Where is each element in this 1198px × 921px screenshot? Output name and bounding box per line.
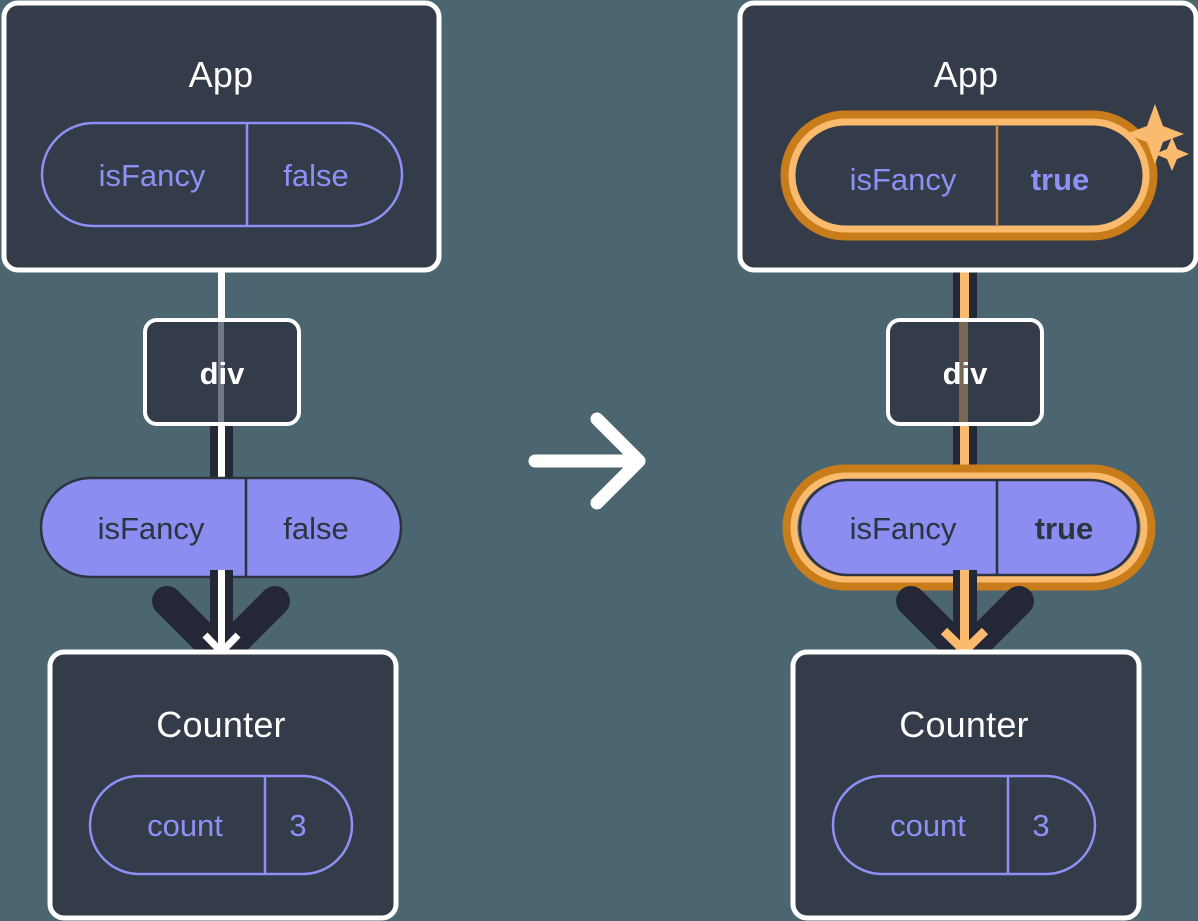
counter-pill-right [831, 774, 1097, 876]
div-box-right [886, 318, 1044, 426]
app-pill-highlight-inner-right [788, 118, 1150, 233]
sparkle-icon-app-large-right [1126, 104, 1184, 164]
counter-box-right [790, 649, 1142, 921]
edge-div-to-props-amber-right [960, 418, 969, 488]
props-pill-left [39, 476, 403, 579]
props-pill-right [798, 478, 1140, 577]
app-box-right [737, 0, 1198, 273]
app-pill-left [40, 121, 404, 228]
arrow-props-to-counter-white-left [202, 570, 241, 658]
edge-div-to-props-white-left [218, 418, 225, 483]
counter-pill-left [88, 774, 354, 876]
edge-app-to-div-left [218, 264, 225, 324]
div-line-overlay-left [218, 322, 224, 422]
app-pill-highlight-outer-right [780, 110, 1158, 241]
counter-box-left [47, 649, 399, 921]
app-box-left [1, 0, 442, 273]
arrow-right-icon [528, 412, 646, 510]
sparkle-icon-app-small-right [1155, 137, 1189, 171]
div-line-overlay-right [959, 322, 968, 422]
